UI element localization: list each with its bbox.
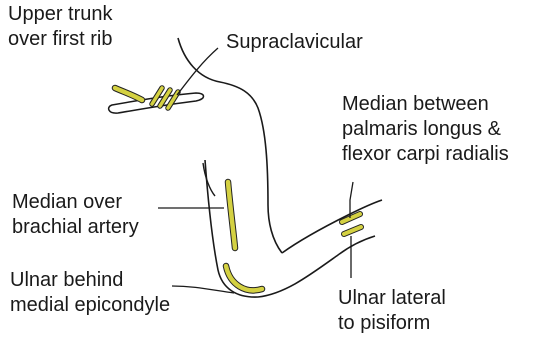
median-wrist-label: Median between palmaris longus & flexor … (342, 92, 509, 167)
median-arm-label: Median over brachial artery (12, 190, 139, 240)
armpit-outline (203, 163, 215, 196)
ulnar-elbow-leader-line (172, 286, 234, 293)
ulnar-wrist-label: Ulnar lateral to pisiform (338, 286, 446, 336)
supraclavicular-label: Supraclavicular (226, 30, 363, 55)
upper-trunk-label: Upper trunk over first rib (8, 2, 113, 52)
forearm-top-outline (282, 200, 382, 253)
ulnar-elbow-label: Ulnar behind medial epicondyle (10, 268, 170, 318)
